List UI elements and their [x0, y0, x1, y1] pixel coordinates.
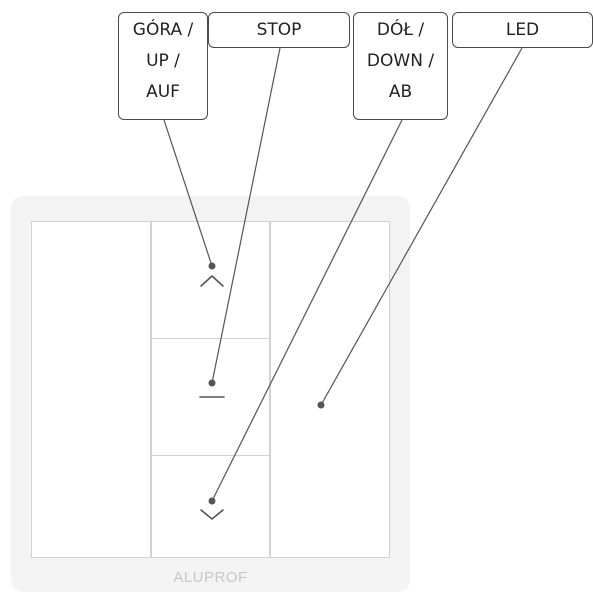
label-stop: STOP	[208, 12, 350, 48]
label-led-line-1: LED	[505, 20, 540, 40]
label-up: GÓRA / UP / AUF	[118, 12, 208, 120]
label-stop-line-1: STOP	[256, 20, 302, 40]
led-panel	[270, 221, 390, 558]
left-rocker-panel	[31, 221, 151, 558]
switch-plate: ALUPROF	[11, 196, 410, 592]
label-up-line-3: AUF	[146, 82, 180, 102]
label-down-line-3: AB	[388, 82, 413, 102]
label-down-line-1: DÓŁ /	[376, 20, 425, 40]
up-button[interactable]	[151, 221, 270, 339]
label-down-line-2: DOWN /	[366, 51, 435, 71]
stop-button[interactable]	[151, 338, 270, 456]
label-up-line-1: GÓRA /	[132, 20, 194, 40]
label-led: LED	[452, 12, 593, 48]
label-up-line-2: UP /	[146, 51, 180, 71]
label-down: DÓŁ / DOWN / AB	[353, 12, 448, 120]
down-button[interactable]	[151, 455, 270, 558]
brand-logo: ALUPROF	[173, 569, 248, 586]
